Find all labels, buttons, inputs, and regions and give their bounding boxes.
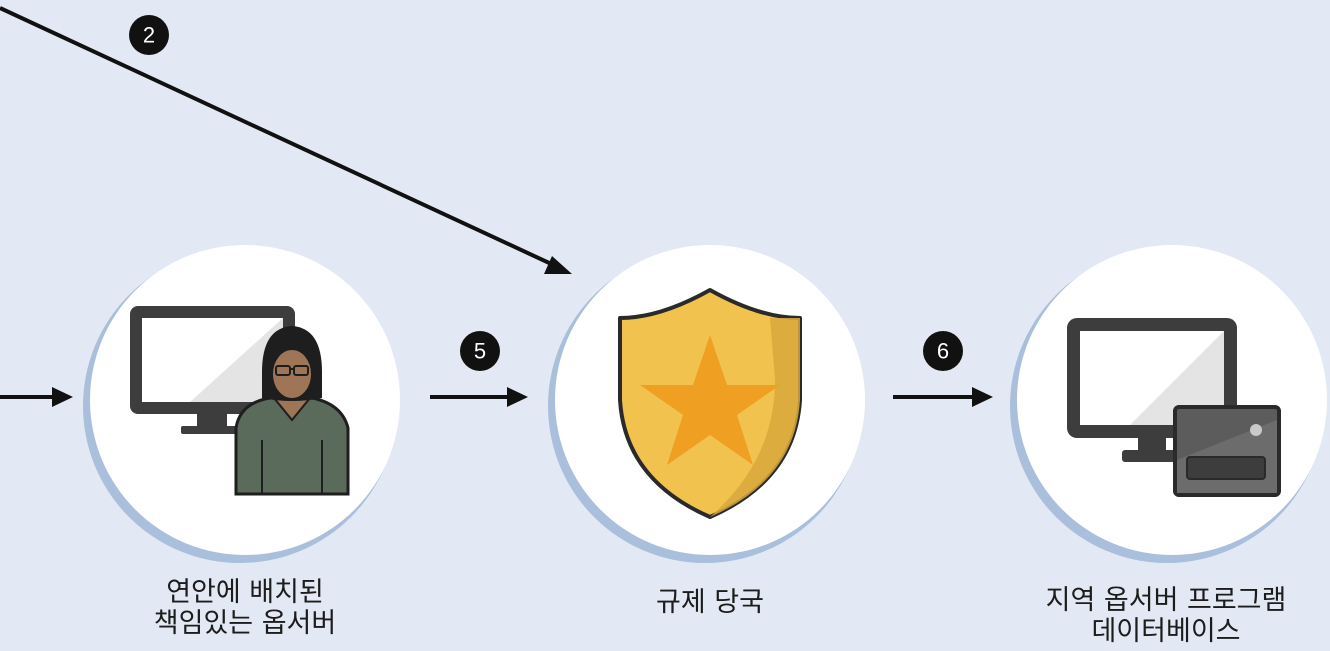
arrow-step-6 bbox=[893, 387, 993, 407]
arrow-step-5 bbox=[430, 387, 528, 407]
step-5-badge: 5 bbox=[460, 331, 500, 371]
authority-caption-line1: 규제 당국 bbox=[656, 587, 764, 618]
officer-caption-line1: 연안에 배치된 bbox=[166, 577, 324, 608]
officer-caption-line2: 책임있는 옵서버 bbox=[153, 608, 337, 639]
shield-star-icon bbox=[618, 288, 802, 519]
authority-caption: 규제 당국 bbox=[550, 587, 870, 618]
database-node bbox=[1010, 245, 1327, 563]
svg-text:2: 2 bbox=[143, 23, 155, 48]
step-6-badge: 6 bbox=[923, 331, 963, 371]
svg-text:6: 6 bbox=[937, 339, 949, 364]
step-2-badge: 2 bbox=[129, 15, 169, 55]
authority-node bbox=[548, 245, 865, 563]
svg-text:5: 5 bbox=[474, 339, 486, 364]
arrow-into-officer bbox=[0, 387, 73, 407]
arrow-step-2 bbox=[0, 6, 572, 274]
officer-node bbox=[83, 245, 400, 563]
database-caption-line2: 데이터베이스 bbox=[1091, 616, 1241, 647]
database-caption-line1: 지역 옵서버 프로그램 bbox=[1045, 585, 1287, 616]
computer-with-server-icon bbox=[1067, 318, 1281, 497]
officer-caption: 연안에 배치된 책임있는 옵서버 bbox=[85, 577, 405, 639]
person-at-computer-icon bbox=[130, 306, 350, 496]
database-caption: 지역 옵서버 프로그램 데이터베이스 bbox=[1006, 585, 1326, 647]
